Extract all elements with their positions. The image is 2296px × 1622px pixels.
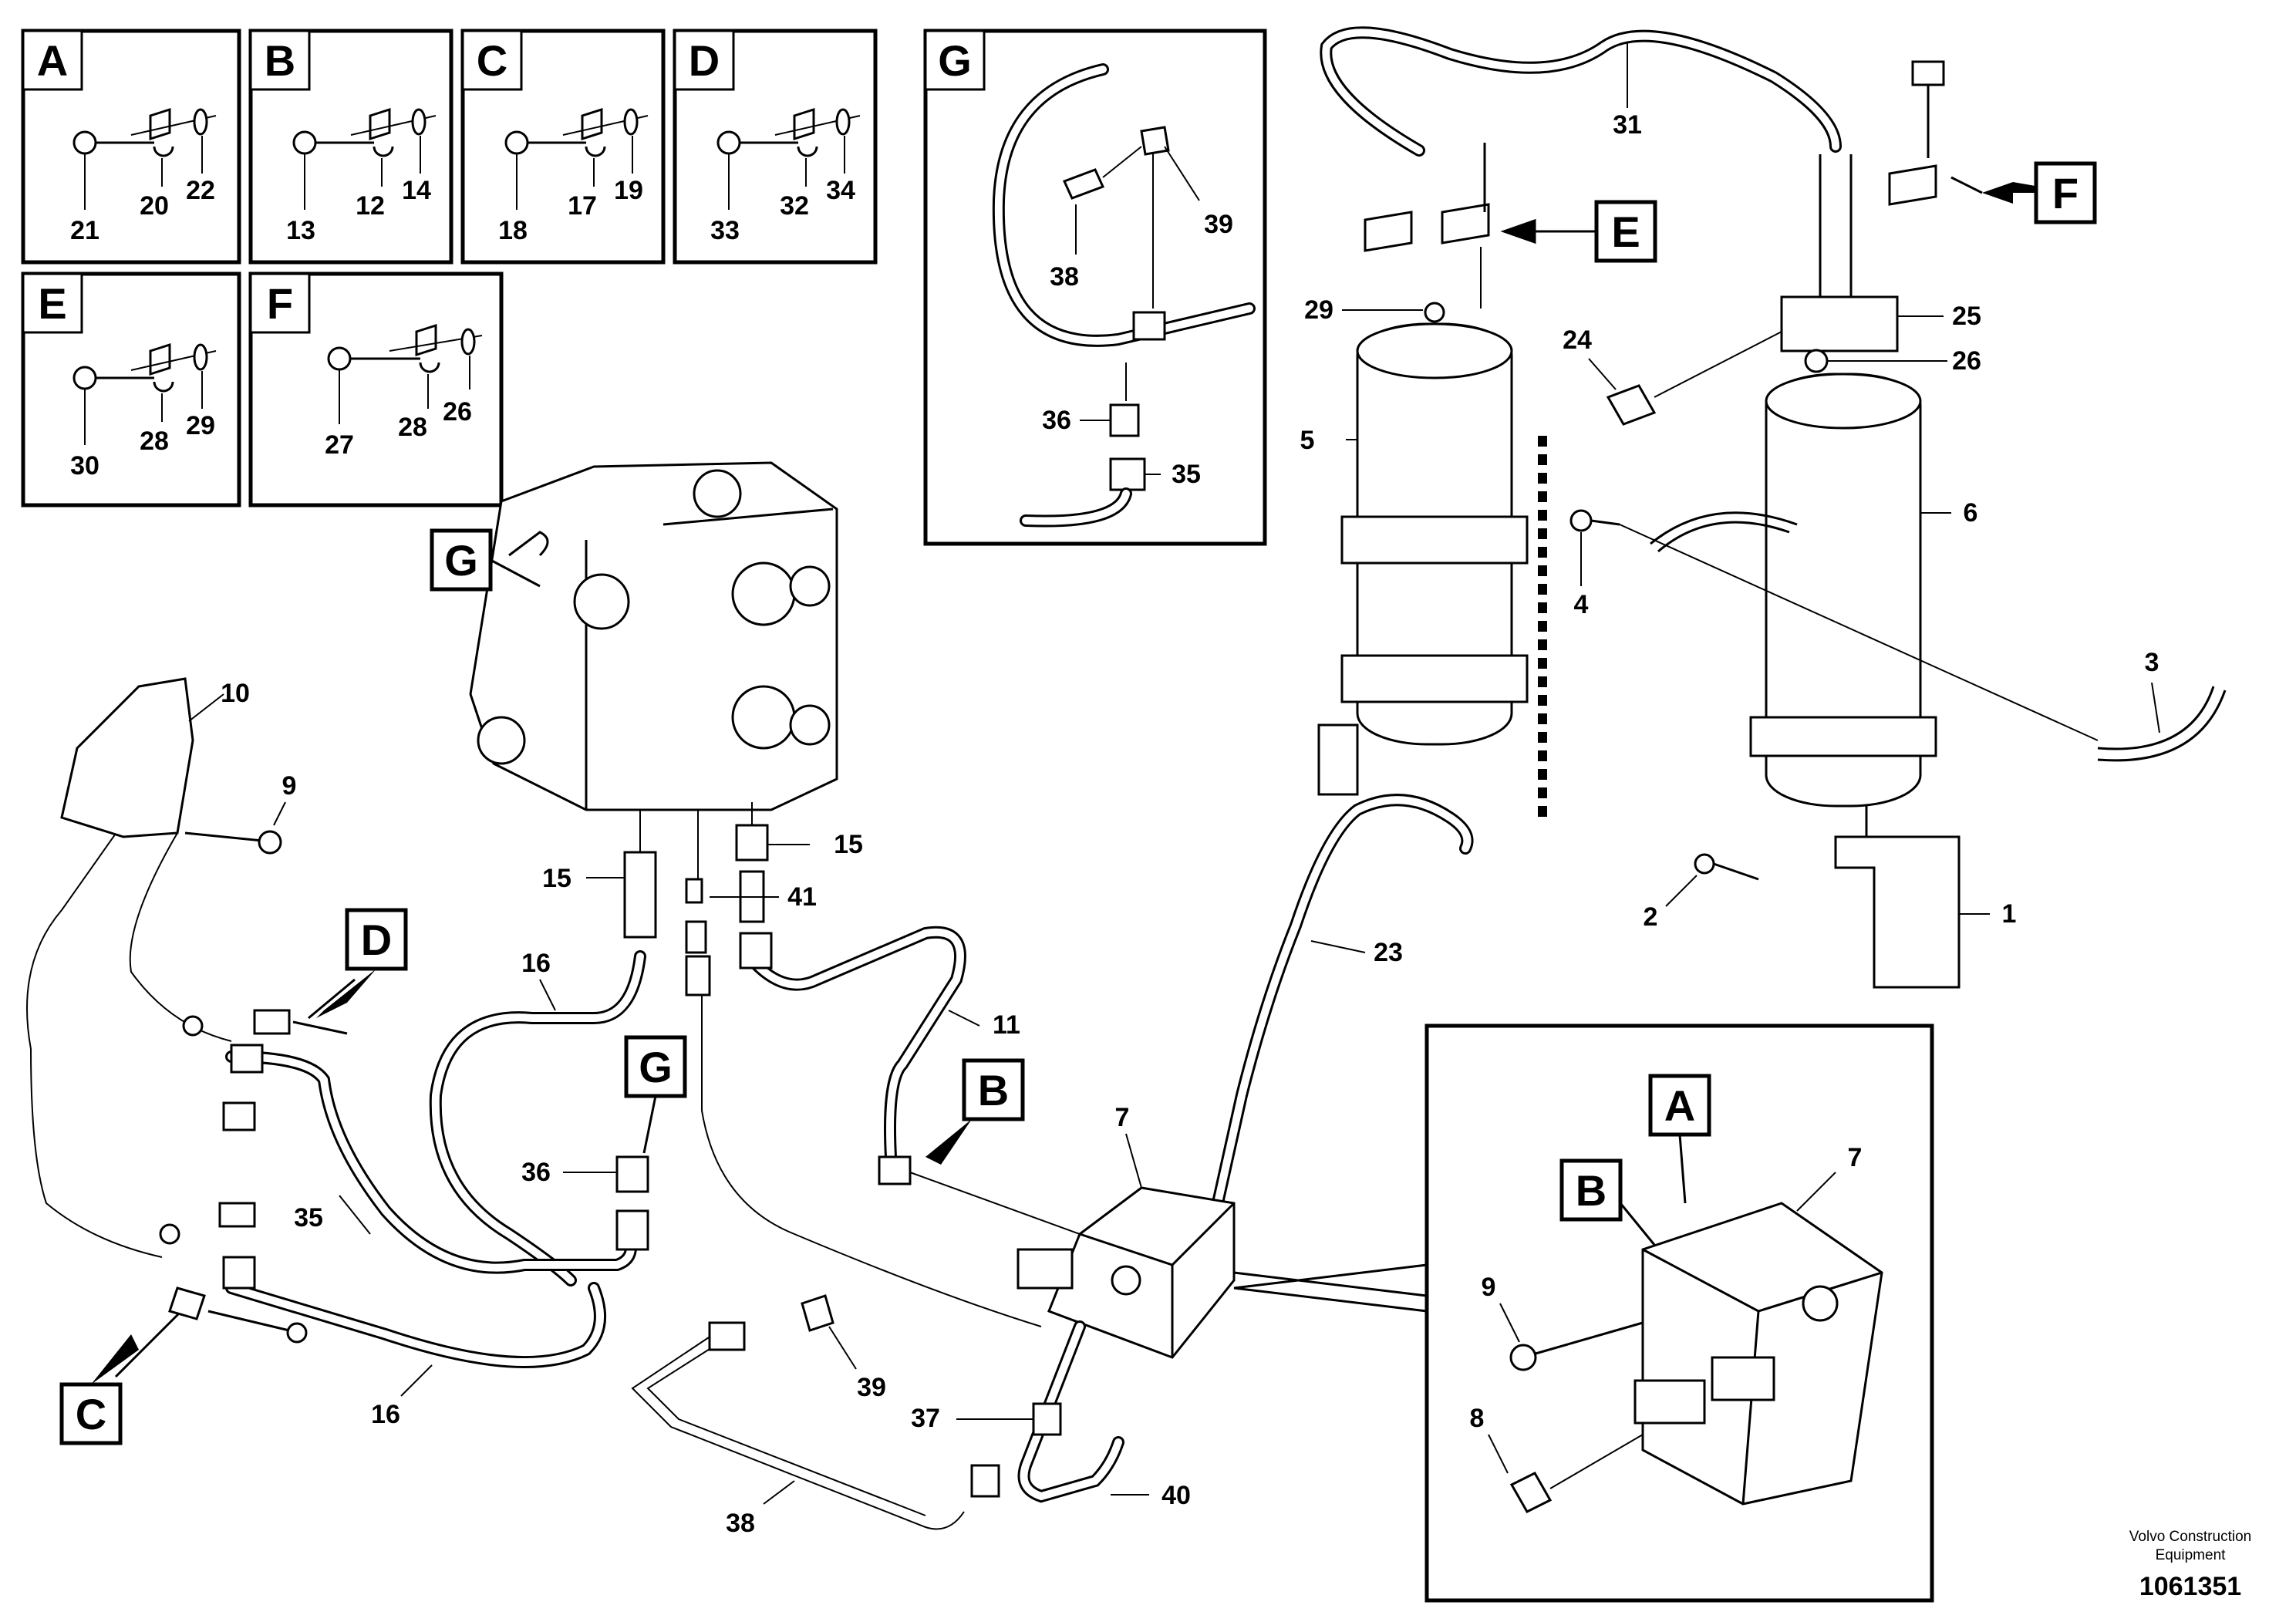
part-label: 12	[356, 191, 385, 221]
part-label: 21	[70, 216, 99, 245]
part-label: 25	[1952, 302, 1981, 331]
part-label: 33	[710, 216, 740, 245]
filter-assembly: 31 5 29 E F 25	[1300, 26, 2227, 989]
detail-box-letter: G	[938, 36, 972, 85]
callout-inset-a: A	[1664, 1081, 1695, 1130]
part-label: 34	[826, 176, 855, 205]
part-label: 7	[1848, 1143, 1863, 1172]
part-label: 38	[1050, 262, 1079, 292]
detail-box-b: B 13 12 14	[248, 29, 453, 265]
part-label: 1	[2002, 899, 2017, 929]
detail-box-letter: E	[38, 279, 66, 328]
callout-g-main: G	[444, 536, 478, 585]
detail-box-letter: F	[267, 279, 293, 328]
callout-d: D	[361, 916, 392, 964]
part-label: 41	[787, 882, 817, 912]
part-label: 36	[1042, 406, 1071, 435]
main-valve: G	[430, 461, 838, 811]
part-label: 15	[542, 864, 571, 893]
part-label: 11	[993, 1010, 1020, 1040]
detail-box-a: A 21 20 22	[21, 29, 241, 265]
part-label: 26	[1952, 346, 1981, 376]
part-label: 32	[780, 191, 809, 221]
part-label: 24	[1563, 325, 1592, 355]
part-label: 13	[286, 216, 315, 245]
part-label: 16	[371, 1400, 400, 1429]
part-label: 22	[186, 176, 215, 205]
part-label: 14	[402, 176, 431, 205]
part-label: 39	[857, 1373, 886, 1402]
part-label: 2	[1644, 902, 1658, 932]
part-label: 9	[1482, 1273, 1496, 1302]
callout-b: B	[978, 1066, 1009, 1114]
part-label: 19	[614, 176, 643, 205]
part-label: 8	[1470, 1404, 1485, 1433]
part-label: 5	[1300, 426, 1315, 455]
detail-box-f: F 27 28 26	[248, 271, 504, 508]
part-label: 39	[1204, 210, 1233, 239]
detail-box-g: G 38 39 36 35	[923, 29, 1267, 546]
part-label: 40	[1161, 1481, 1191, 1510]
detail-box-letter: D	[689, 36, 720, 85]
center-assembly: 11 B 23 7 37 40 39 38	[631, 794, 1474, 1538]
detail-box-letter: C	[477, 36, 507, 85]
detail-box-c: C 18 17 19	[460, 29, 666, 265]
callout-f: F	[2052, 169, 2079, 218]
part-label: 37	[911, 1404, 940, 1433]
part-label: 10	[221, 679, 250, 708]
part-label: 29	[1304, 295, 1333, 325]
part-label: 16	[521, 949, 551, 978]
detail-box-d: D 33 32 34	[673, 29, 878, 265]
part-label: 31	[1613, 110, 1642, 140]
part-label: 35	[294, 1203, 323, 1233]
callout-e: E	[1611, 207, 1640, 256]
part-label: 28	[398, 413, 427, 442]
part-label: 4	[1574, 590, 1589, 619]
part-label: 30	[70, 451, 99, 481]
part-label: 6	[1964, 498, 1978, 528]
part-label: 27	[325, 430, 354, 460]
callout-c: C	[76, 1390, 106, 1438]
part-label: 23	[1374, 938, 1403, 967]
part-label: 28	[140, 427, 169, 456]
part-label: 15	[834, 830, 863, 859]
document-number: 1061351	[2139, 1572, 2241, 1601]
credit-line-1: Volvo Construction	[2129, 1529, 2251, 1545]
part-label: 7	[1115, 1103, 1130, 1132]
credit: Volvo Construction Equipment 1061351	[2129, 1529, 2251, 1601]
credit-line-2: Equipment	[2156, 1547, 2227, 1563]
detail-box-e: E 30 28 29	[21, 271, 241, 508]
part-label: 18	[498, 216, 528, 245]
inset-detail: A B 7 9 8	[1233, 1023, 1934, 1603]
part-label: 9	[282, 771, 297, 801]
part-label: 20	[140, 191, 169, 221]
part-label: 38	[726, 1509, 755, 1538]
detail-box-letter: A	[37, 36, 68, 85]
part-label: 29	[186, 411, 215, 440]
hoses-left: 36 G 35 16 16 10 9 D C	[26, 677, 1042, 1445]
part-label: 35	[1172, 460, 1201, 489]
detail-box-letter: B	[265, 36, 295, 85]
callout-inset-b: B	[1576, 1166, 1607, 1215]
part-label: 26	[443, 397, 472, 427]
part-label: 3	[2145, 648, 2159, 677]
part-label: 36	[521, 1158, 551, 1187]
valve-fittings: 15 15 41	[542, 802, 863, 996]
callout-g-lower: G	[639, 1043, 673, 1091]
part-label: 17	[568, 191, 597, 221]
